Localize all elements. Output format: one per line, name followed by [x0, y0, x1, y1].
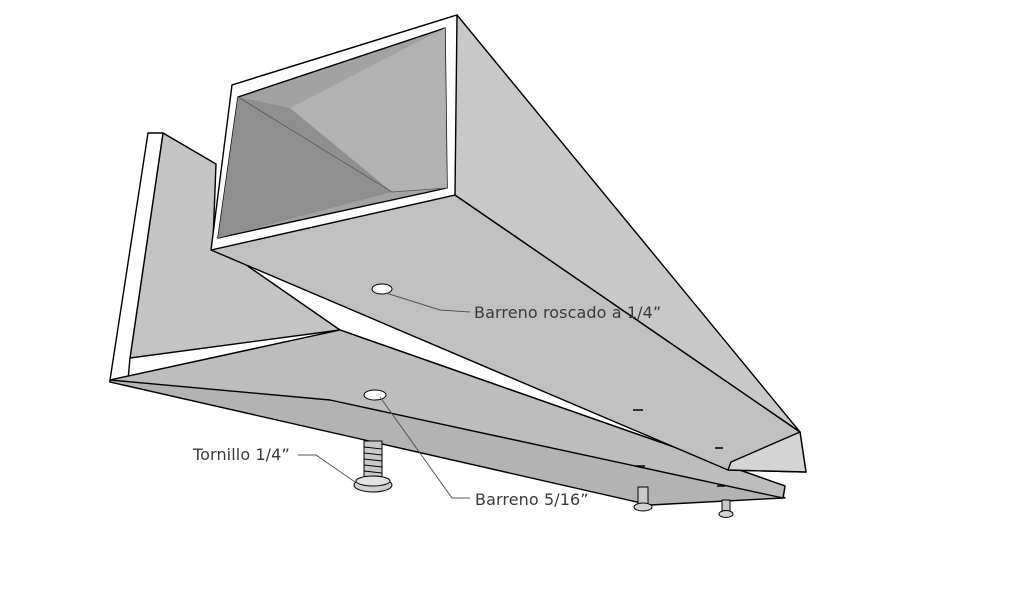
- label-threaded-hole: Barreno roscado a 1/4”: [474, 303, 662, 322]
- tube-inner-back: [290, 28, 447, 192]
- label-clearance-hole: Barreno 5/16”: [475, 490, 589, 509]
- tube-inner-wall: [218, 97, 392, 238]
- tube-far-end: [727, 431, 807, 473]
- bolt-small-1: [633, 486, 653, 512]
- bracket-flange-edge: [109, 132, 164, 381]
- label-bolt: Tornillo 1/4”: [193, 445, 290, 464]
- threaded-hole: [371, 283, 393, 295]
- leader-lines: [298, 292, 471, 499]
- bracket-base-front-face: [109, 329, 786, 499]
- leader-bolt: [298, 454, 356, 483]
- leader-threaded-hole: [385, 292, 471, 313]
- bolt-small-2: [718, 499, 734, 518]
- clearance-hole: [363, 389, 387, 401]
- square-tube: [210, 14, 807, 473]
- bolt-main: [353, 440, 393, 493]
- leader-clearance-hole: [379, 396, 470, 499]
- angle-bracket: [109, 132, 786, 506]
